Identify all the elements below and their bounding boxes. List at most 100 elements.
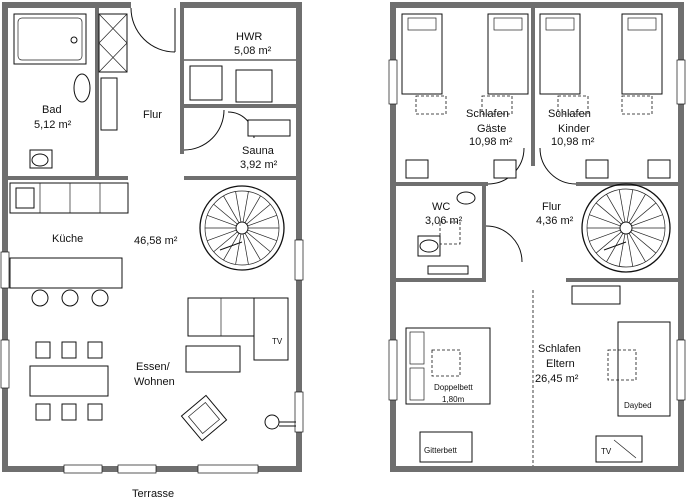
bed-label: Doppelbett <box>434 383 473 392</box>
window <box>63 464 103 474</box>
dining-chair <box>87 341 103 359</box>
bench <box>571 285 621 305</box>
washing-machine <box>189 65 223 101</box>
outer-wall <box>390 2 396 472</box>
interior-wall <box>184 176 296 180</box>
dining-chair <box>87 403 103 421</box>
tv-label: TV <box>272 337 283 346</box>
bathtub <box>13 13 87 65</box>
interior-wall <box>566 278 678 282</box>
toilet-bowl <box>31 153 49 167</box>
window <box>294 239 304 281</box>
armchair <box>180 394 228 442</box>
bed-size-label: 1,80m <box>442 395 465 404</box>
desk <box>493 159 517 179</box>
single-bed <box>487 13 529 95</box>
window <box>388 59 398 105</box>
interior-wall <box>396 182 488 186</box>
sauna-bench <box>247 119 291 137</box>
outer-wall <box>2 2 131 8</box>
room-area-hwr: 5,08 m² <box>234 45 272 57</box>
drain <box>70 36 78 44</box>
ground-floor-plan: TV Bad 5,12 m² Flur HWR 5,08 m² Sauna 3,… <box>0 2 304 500</box>
room-area-wohnen: 46,58 m² <box>134 235 178 247</box>
interior-wall <box>180 8 184 154</box>
entrance-door-swing <box>130 7 176 53</box>
sink <box>73 73 91 103</box>
sink <box>456 191 476 205</box>
room-name-sauna: Sauna <box>242 145 275 157</box>
interior-wall <box>482 186 486 282</box>
room-name-wc: WC <box>432 201 450 213</box>
room-area-wc: 3,06 m² <box>425 215 463 227</box>
stove <box>15 187 35 209</box>
wardrobe <box>100 77 118 131</box>
outer-wall <box>390 2 684 8</box>
room-area-flur: 4,36 m² <box>536 215 574 227</box>
dining-chair <box>35 403 51 421</box>
room-name-flur: Flur <box>143 109 162 121</box>
room-name-hwr: HWR <box>236 31 262 43</box>
dining-table <box>29 365 109 397</box>
desk <box>647 159 671 179</box>
bar-stool <box>91 289 109 307</box>
room-area-sauna: 3,92 m² <box>240 159 278 171</box>
room-name-gaeste: Schlafen <box>466 108 509 120</box>
window <box>388 339 398 401</box>
single-bed <box>401 13 443 95</box>
room-name-gaeste-2: Gäste <box>477 123 506 135</box>
coffee-table <box>185 345 241 373</box>
window <box>676 59 686 105</box>
window <box>676 339 686 401</box>
dryer <box>235 69 273 103</box>
daybed <box>617 321 671 417</box>
crib-label: Gitterbett <box>424 446 458 455</box>
room-name-kinder-2: Kinder <box>558 123 590 135</box>
window <box>0 251 10 289</box>
daybed-label: Daybed <box>624 401 652 410</box>
dining-chair <box>35 341 51 359</box>
room-name-kueche: Küche <box>52 233 83 245</box>
tv-cabinet <box>595 435 643 463</box>
interior-wall <box>95 8 99 176</box>
room-name-eltern-2: Eltern <box>546 358 575 370</box>
spiral-staircase <box>581 183 671 273</box>
shelf-unit <box>98 13 128 73</box>
dining-chair <box>61 341 77 359</box>
room-area-eltern: 26,45 m² <box>535 373 579 385</box>
crib <box>419 431 473 463</box>
room-name-kinder: Schlafen <box>548 108 591 120</box>
double-bed <box>405 327 491 405</box>
bar-stool <box>31 289 49 307</box>
interior-wall <box>396 278 484 282</box>
outside-label-terrasse: Terrasse <box>132 488 174 500</box>
room-area-gaeste: 10,98 m² <box>469 136 513 148</box>
single-bed <box>539 13 581 95</box>
shelf <box>427 265 469 275</box>
toilet-bowl <box>419 239 439 253</box>
bar-stool <box>61 289 79 307</box>
interior-wall <box>8 176 128 180</box>
room-name-flur: Flur <box>542 201 561 213</box>
room-area-bad: 5,12 m² <box>34 119 72 131</box>
outer-wall <box>390 466 684 472</box>
desk <box>405 159 429 179</box>
room-name-wohnen: Wohnen <box>134 376 175 388</box>
tv-label: TV <box>601 447 612 456</box>
dining-chair <box>61 403 77 421</box>
single-bed <box>621 13 663 95</box>
window <box>0 339 10 389</box>
spiral-staircase <box>199 185 285 271</box>
room-name-essen: Essen/ <box>136 361 171 373</box>
interior-wall <box>184 104 296 108</box>
window <box>117 464 157 474</box>
window <box>197 464 259 474</box>
door-swing <box>485 225 523 263</box>
kitchen-island <box>9 257 123 289</box>
sofa-chaise <box>253 297 289 361</box>
outer-wall <box>2 2 8 472</box>
upper-floor-plan: Doppelbett 1,80m Daybed Gitterbett TV Sc… <box>388 2 686 472</box>
room-area-kinder: 10,98 m² <box>551 136 595 148</box>
outer-wall <box>180 2 302 8</box>
